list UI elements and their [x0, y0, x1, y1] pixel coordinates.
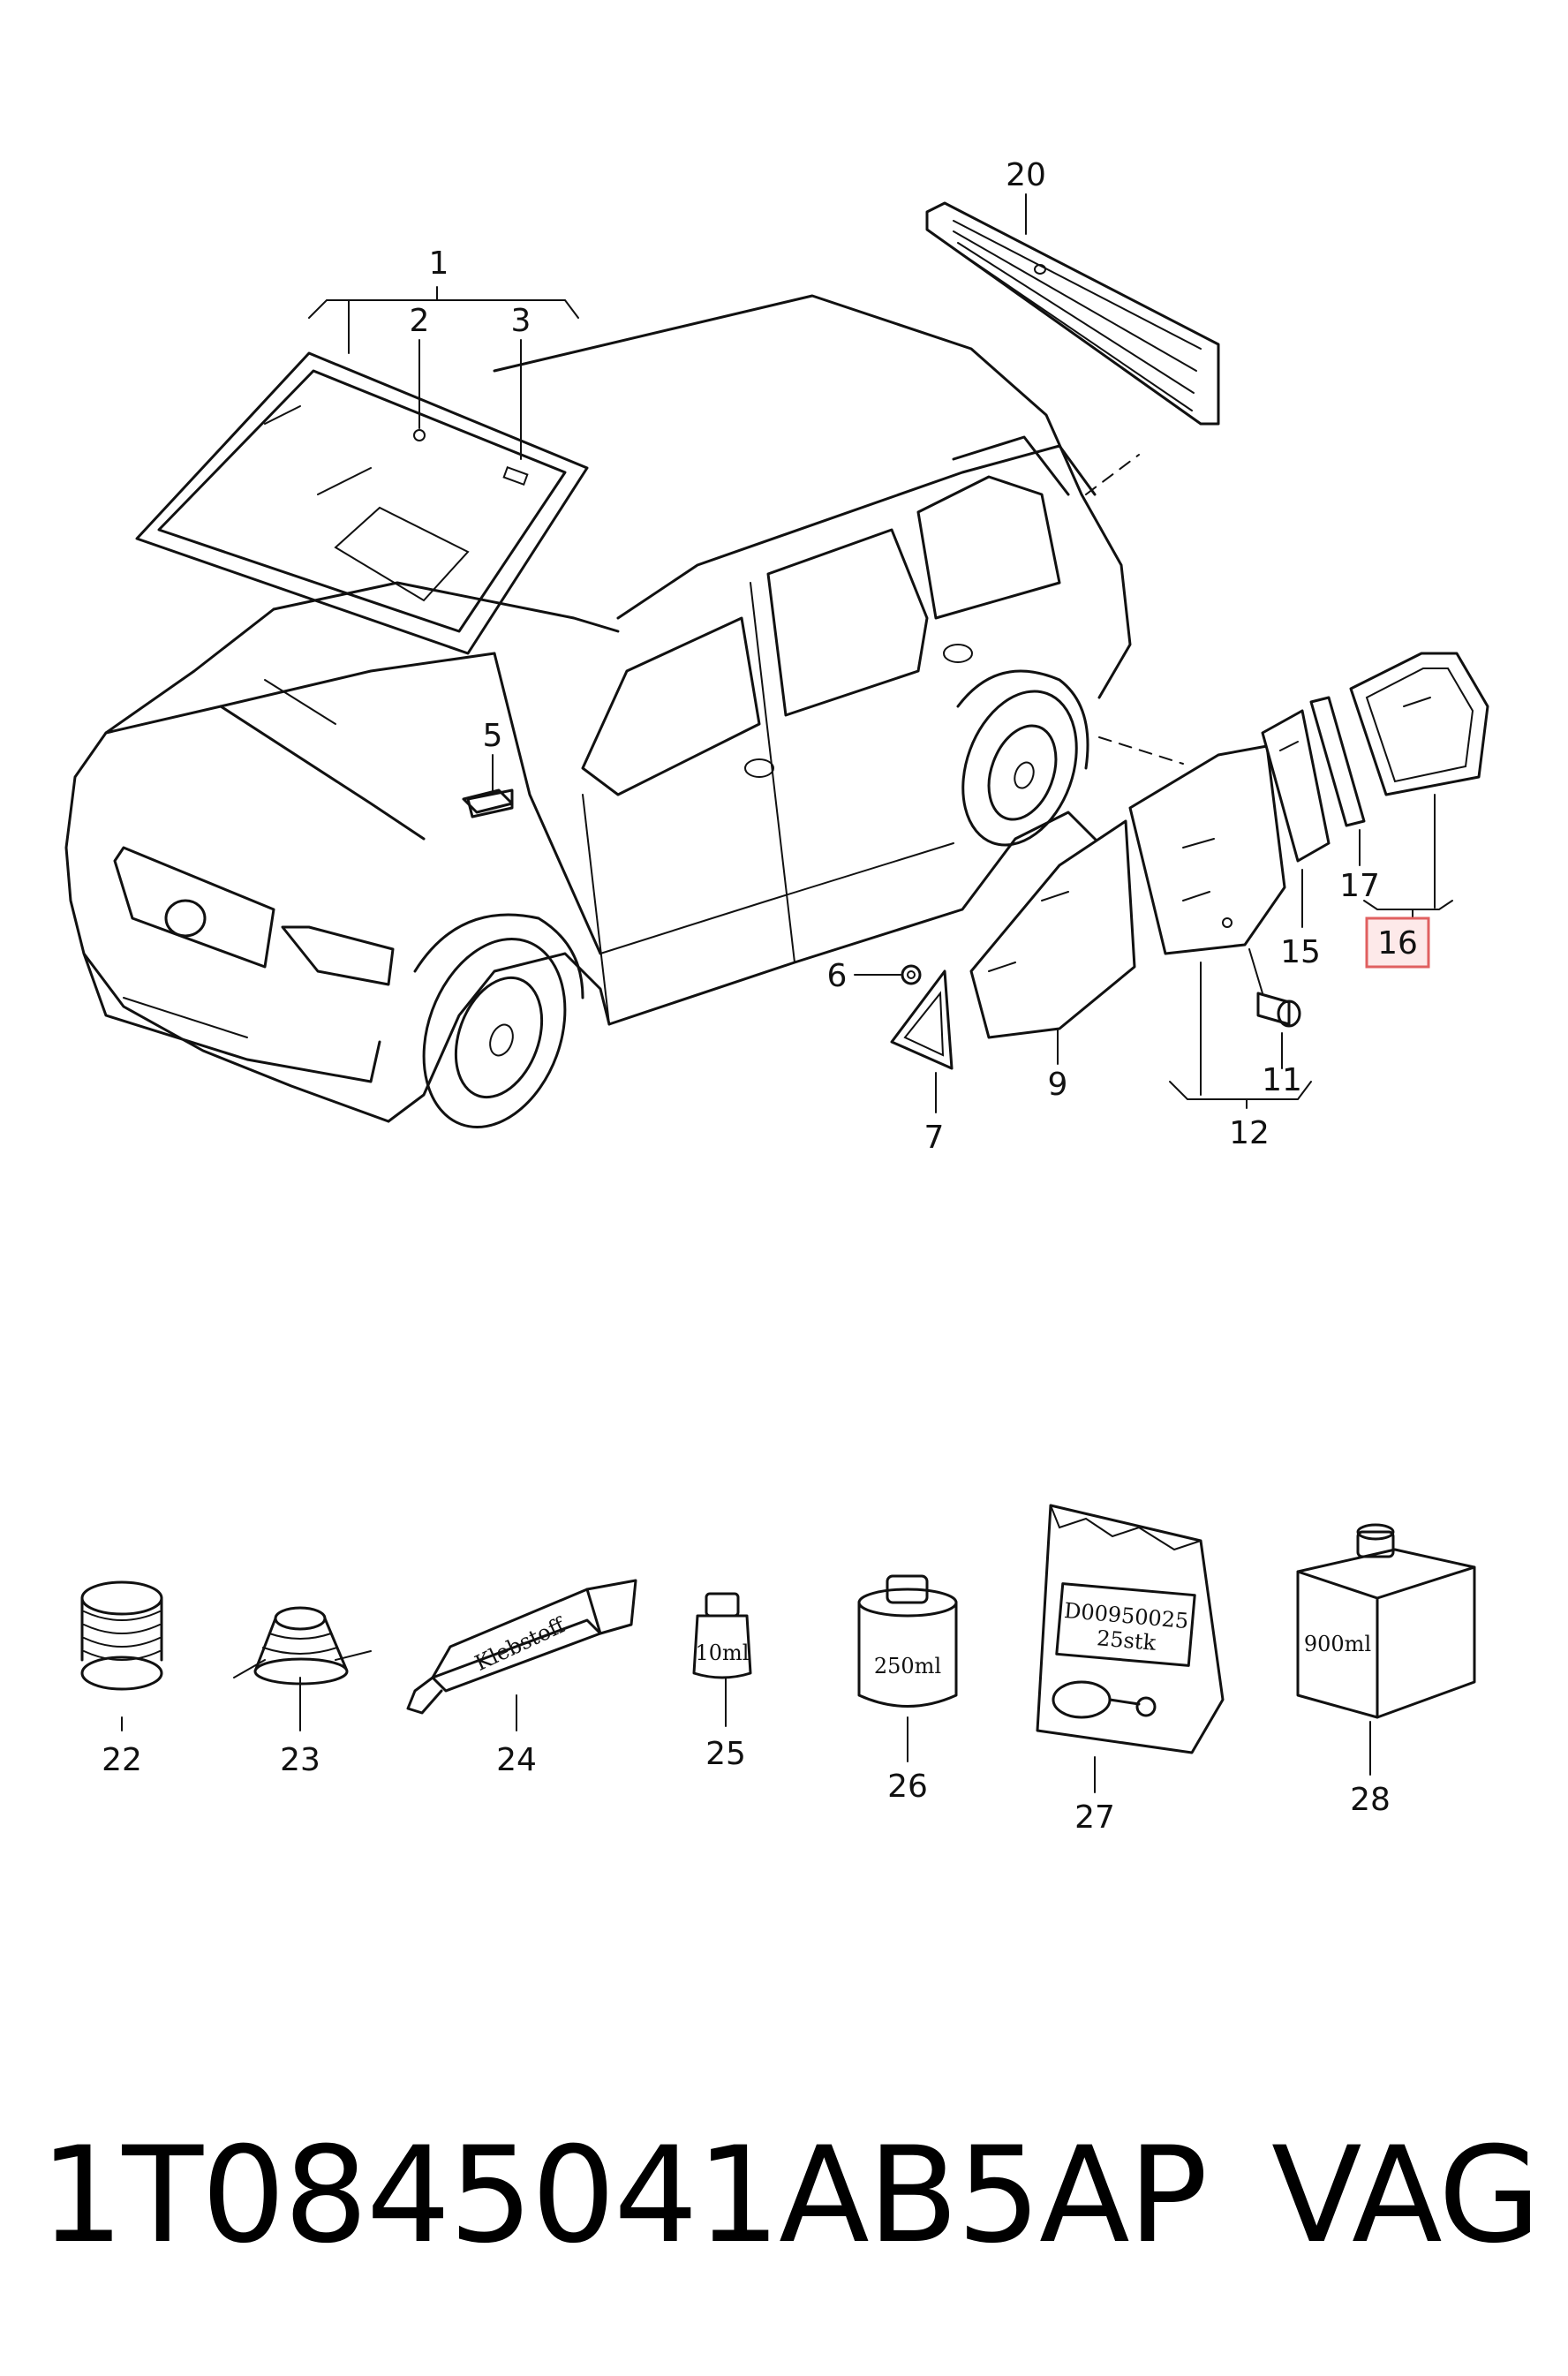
clip-part-6 — [901, 964, 922, 985]
callout-16[interactable]: 16 — [1377, 925, 1418, 962]
callout-11[interactable]: 11 — [1262, 1062, 1302, 1098]
callout-5[interactable]: 5 — [483, 718, 503, 754]
rain-sensor — [462, 788, 514, 814]
part-number: 1T0845041AB5AP — [40, 2119, 1208, 2273]
box-label: 900ml — [1304, 1632, 1371, 1656]
callout-20[interactable]: 20 — [1006, 157, 1046, 193]
callouts: 1 2 3 20 5 6 7 9 11 12 15 17 16 22 23 24… — [102, 157, 1430, 1836]
callout-17[interactable]: 17 — [1339, 868, 1380, 904]
spacer-cone-23 — [233, 1606, 372, 1686]
rear-window — [925, 201, 1220, 426]
can-label: 250ml — [874, 1654, 941, 1678]
fixed-glass-15 — [1261, 709, 1331, 863]
clip-bag-27: D00950025 25stk — [1036, 1504, 1225, 1754]
callout-3[interactable]: 3 — [511, 303, 531, 339]
leader-lines — [121, 193, 1453, 1793]
callout-6[interactable]: 6 — [827, 958, 848, 994]
callout-23[interactable]: 23 — [280, 1742, 320, 1778]
callout-27[interactable]: 27 — [1074, 1799, 1115, 1836]
door-glass-9 — [969, 819, 1136, 1039]
activator-can-26: 250ml — [857, 1574, 958, 1708]
car-illustration — [64, 294, 1184, 1129]
callout-1[interactable]: 1 — [429, 245, 449, 282]
adhesive-tube-24: Klebstoff — [406, 1579, 637, 1715]
callout-2[interactable]: 2 — [410, 303, 430, 339]
quarter-glass-16 — [1349, 652, 1489, 796]
tube-label: Klebstoff — [471, 1612, 570, 1676]
callout-25[interactable]: 25 — [705, 1736, 746, 1772]
primer-bottle-25: 10ml — [692, 1592, 752, 1679]
adhesive-box-28: 900ml — [1296, 1523, 1476, 1719]
callout-15[interactable]: 15 — [1280, 934, 1321, 970]
windshield — [135, 351, 589, 655]
callout-7[interactable]: 7 — [924, 1120, 945, 1156]
bottle-label: 10ml — [696, 1641, 750, 1665]
spacer-coil-22 — [80, 1580, 163, 1691]
callout-24[interactable]: 24 — [496, 1742, 537, 1778]
seal-strip-17 — [1309, 696, 1366, 827]
callout-12[interactable]: 12 — [1229, 1115, 1270, 1151]
brand-label: VAG — [1271, 2119, 1541, 2273]
quarter-glass-7 — [890, 969, 954, 1070]
callout-22[interactable]: 22 — [102, 1742, 142, 1778]
bag-label-line2: 25stk — [1096, 1625, 1157, 1656]
callout-9[interactable]: 9 — [1048, 1067, 1068, 1103]
door-glass-12 — [1128, 744, 1286, 955]
callout-26[interactable]: 26 — [887, 1769, 928, 1805]
guide-piece-11 — [1248, 948, 1301, 1028]
callout-28[interactable]: 28 — [1350, 1782, 1391, 1818]
callout-16-highlight — [1365, 916, 1430, 969]
